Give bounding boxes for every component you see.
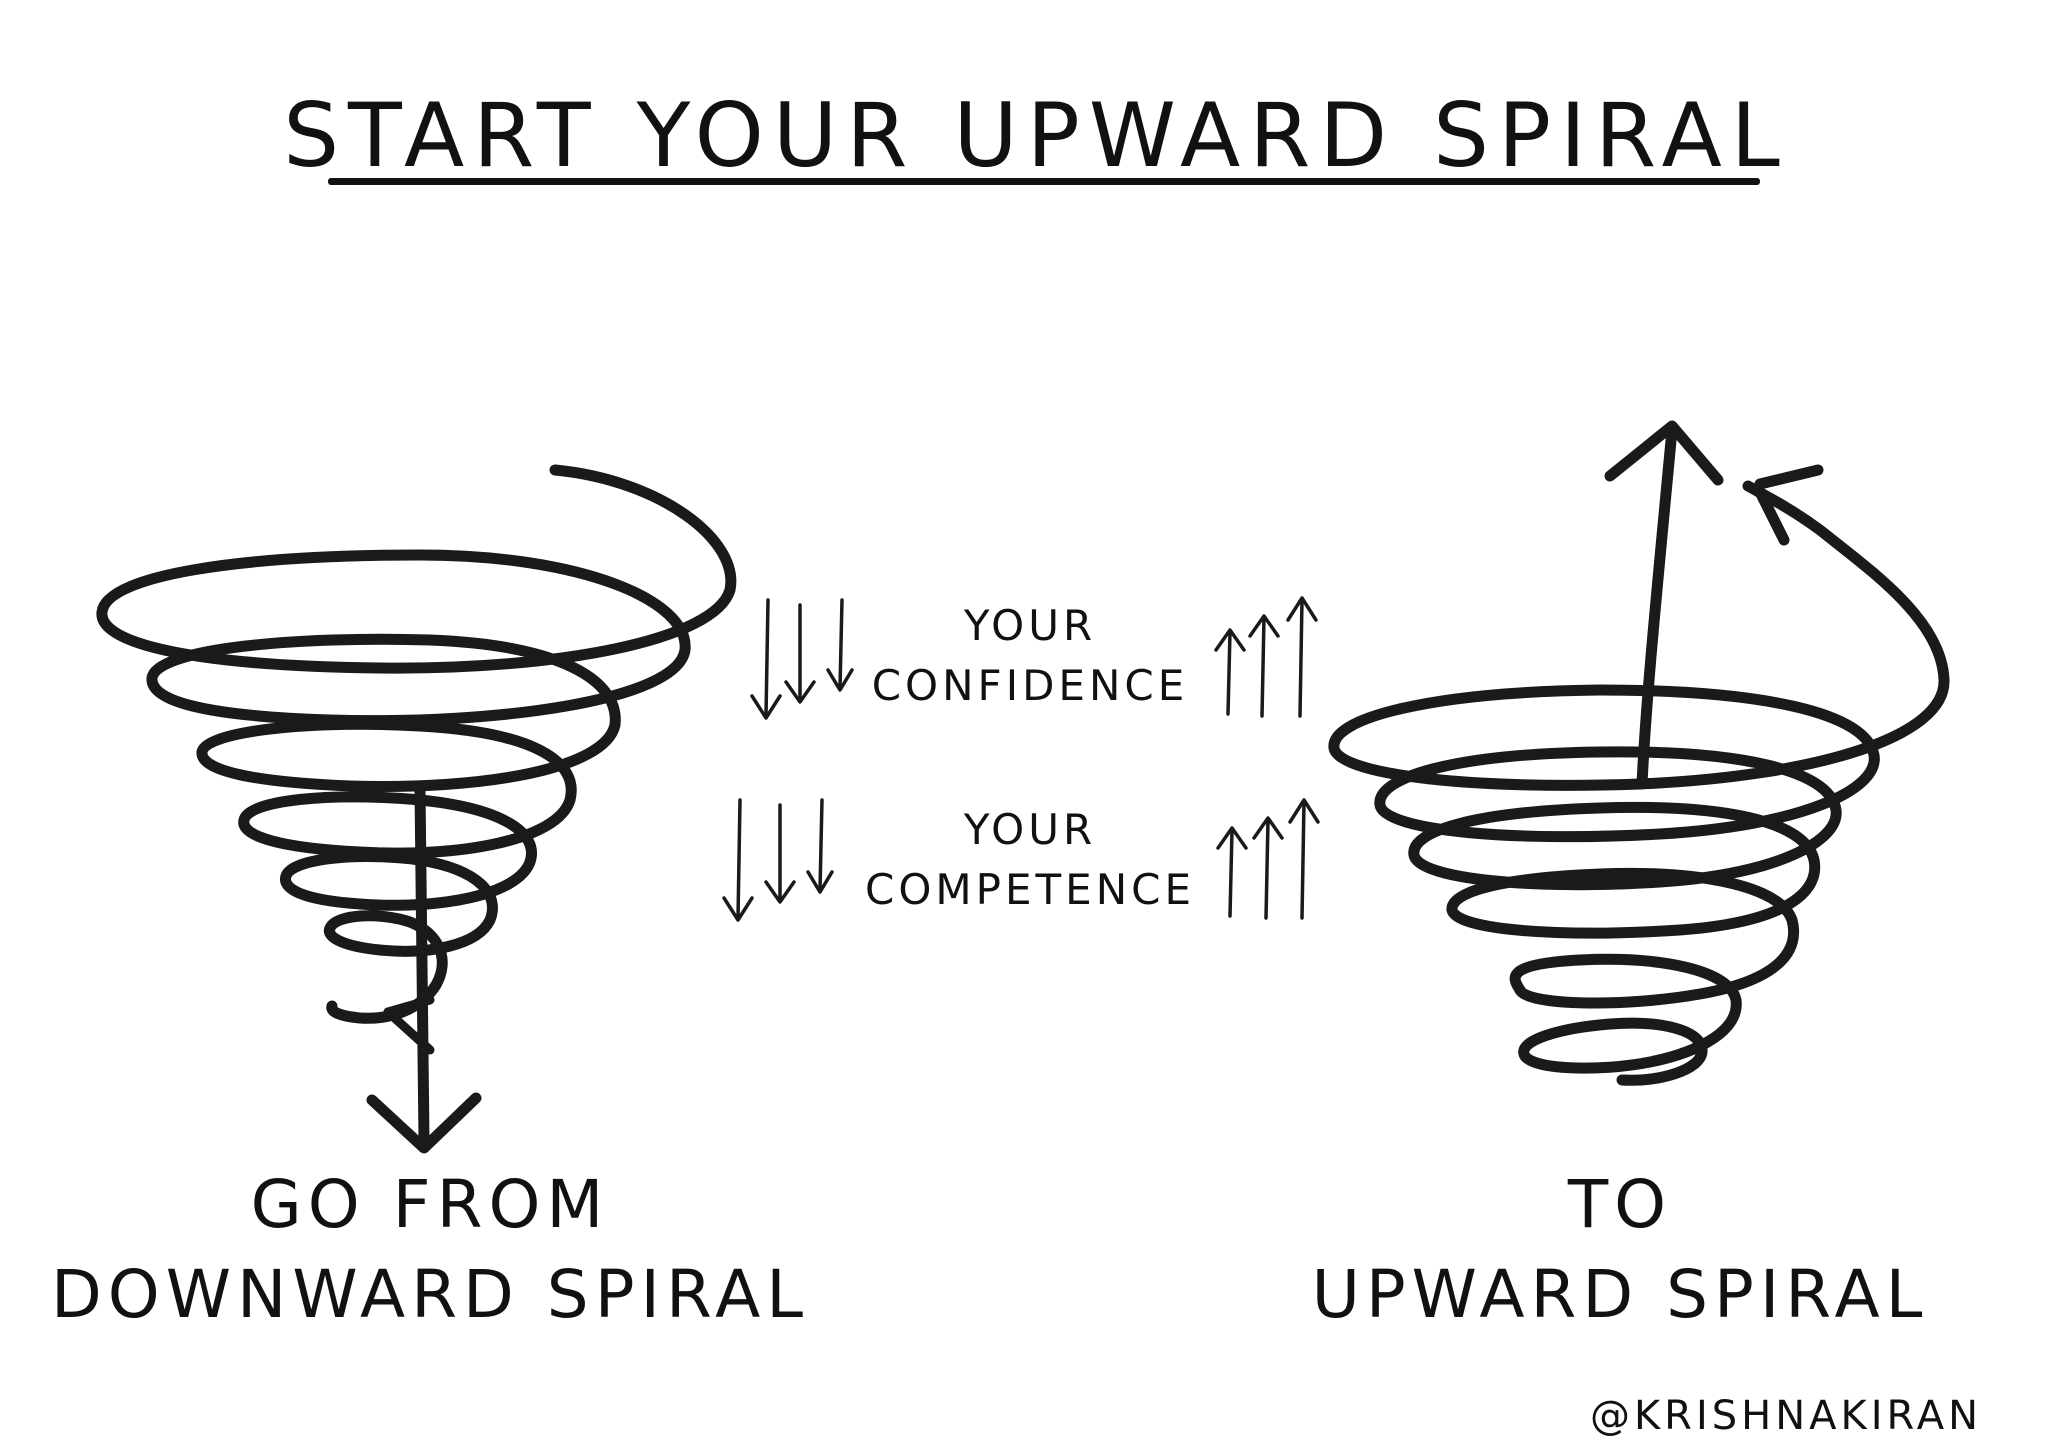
competence-label-line2: COMPETENCE xyxy=(865,865,1195,914)
upward-spiral-icon xyxy=(1328,420,1950,1086)
confidence-label: YOUR CONFIDENCE xyxy=(860,596,1200,716)
author-handle: @KRISHNAKIRAN xyxy=(1589,1393,1982,1439)
downward-spiral-icon xyxy=(96,464,737,1154)
title-underline xyxy=(328,178,1760,185)
competence-label-line1: YOUR xyxy=(963,805,1097,854)
right-caption: TO UPWARD SPIRAL xyxy=(1240,1160,2000,1340)
competence-label: YOUR COMPETENCE xyxy=(850,800,1210,920)
left-caption-line1: GO FROM xyxy=(250,1166,610,1243)
right-caption-line1: TO xyxy=(1567,1166,1673,1243)
competence-up-arrows-icon xyxy=(1216,798,1320,920)
confidence-label-line1: YOUR xyxy=(963,601,1097,650)
confidence-up-arrows-icon xyxy=(1214,596,1318,718)
confidence-down-arrows-icon xyxy=(750,598,854,720)
page-title: START YOUR UPWARD SPIRAL xyxy=(283,84,1789,187)
confidence-label-line2: CONFIDENCE xyxy=(871,661,1189,710)
competence-down-arrows-icon xyxy=(722,798,834,922)
left-caption-line2: DOWNWARD SPIRAL xyxy=(50,1256,810,1333)
left-caption: GO FROM DOWNWARD SPIRAL xyxy=(30,1160,830,1340)
right-caption-line2: UPWARD SPIRAL xyxy=(1311,1256,1929,1333)
